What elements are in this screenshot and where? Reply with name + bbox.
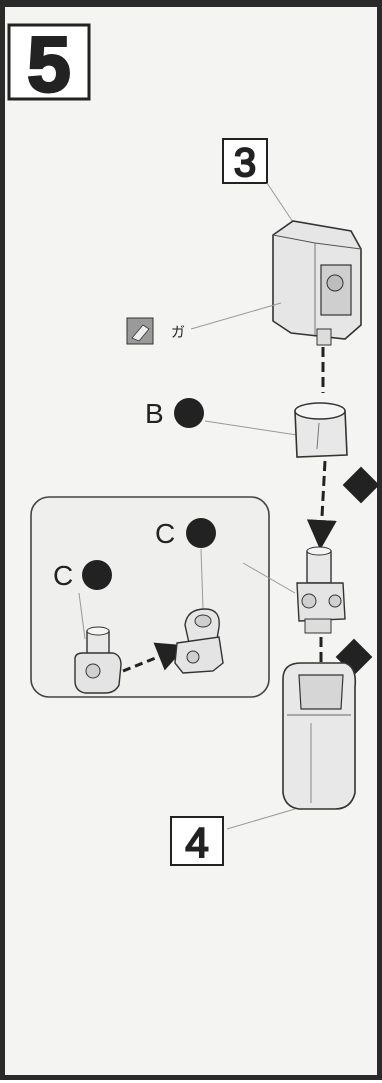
detail-inset-box	[30, 496, 270, 698]
leader-line-c6	[200, 548, 204, 610]
cylinder-part	[294, 402, 348, 458]
c1-part	[74, 626, 122, 694]
runner-c6-number: 6	[197, 527, 206, 544]
leader-line-c1	[78, 592, 86, 640]
small-code-label: ガ	[171, 324, 185, 340]
runner-b-number: 17	[180, 407, 198, 424]
dashed-arrow-2	[306, 460, 337, 550]
assembly-diagram: 5 3 ガ B 17	[7, 19, 380, 867]
runner-b-number-badge	[174, 398, 204, 428]
leader-line-b	[204, 420, 298, 436]
leader-line-3	[266, 182, 296, 226]
box-part	[282, 662, 357, 810]
leader-line-inset	[242, 562, 296, 594]
c6-part	[174, 608, 224, 674]
part-3-label-box: 3	[222, 138, 268, 186]
step-number-box: 5	[7, 19, 91, 110]
svg-text:1: 1	[349, 648, 359, 668]
svg-text:2: 2	[356, 476, 366, 496]
joint-part	[296, 546, 346, 634]
runner-c1-number: 1	[93, 569, 102, 586]
part-4-label-box: 4	[170, 816, 224, 867]
runner-c6-letter: C	[155, 518, 175, 549]
runner-c1-number-badge	[82, 560, 112, 590]
runner-b-letter: B	[145, 398, 164, 429]
top-border	[5, 3, 382, 7]
leader-line-4	[226, 808, 296, 830]
head-part	[272, 220, 362, 346]
part-3-number: 3	[234, 141, 256, 185]
order-marker-2: 2	[342, 466, 380, 504]
part-4-number: 4	[185, 819, 208, 866]
inset-dashed-arrow	[122, 642, 187, 673]
leader-line-code	[190, 302, 282, 330]
runner-c1-letter: C	[53, 560, 73, 591]
tool-icon	[126, 317, 154, 345]
step-number: 5	[27, 20, 70, 108]
runner-c6-number-badge	[186, 518, 216, 548]
